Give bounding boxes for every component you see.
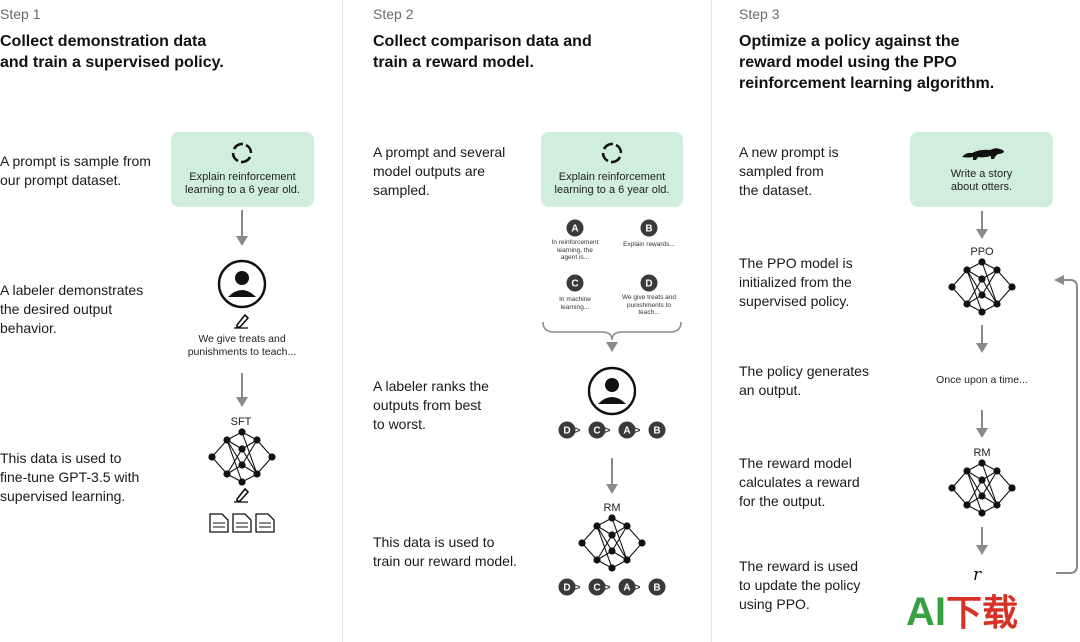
svg-text:>: > <box>575 583 581 594</box>
brace-icon <box>542 321 682 341</box>
svg-text:A: A <box>623 583 630 594</box>
svg-text:B: B <box>653 583 660 594</box>
sft-label: SFT <box>230 416 252 428</box>
otter-icon <box>962 148 1004 160</box>
arrow-down-icon <box>236 373 248 407</box>
svg-text:>: > <box>575 426 581 437</box>
svg-text:D: D <box>645 279 652 290</box>
svg-text:>: > <box>605 583 611 594</box>
arrow-down-icon <box>976 410 988 438</box>
rank-badge-1 <box>558 578 576 596</box>
pencil-icon <box>234 487 250 503</box>
svg-text:>: > <box>635 583 641 594</box>
rm-label: RM <box>603 502 621 514</box>
step3-prompt-box: Write a story about otters. <box>910 132 1053 207</box>
output-c-badge: C <box>566 274 584 292</box>
svg-text:D: D <box>563 426 570 437</box>
svg-text:C: C <box>593 426 600 437</box>
svg-text:C: C <box>571 279 578 290</box>
rm-network-icon <box>578 514 646 572</box>
rm-network-icon <box>948 459 1016 517</box>
policy-output-text: Once upon a time... <box>936 374 1028 386</box>
step1-label: Step 1 <box>0 6 41 22</box>
ranking-row: D > C > A > B <box>558 421 666 439</box>
refresh-icon <box>231 142 253 164</box>
svg-text:>: > <box>605 426 611 437</box>
rank-badge-2 <box>588 421 606 439</box>
svg-text:A: A <box>623 426 630 437</box>
svg-text:B: B <box>653 426 660 437</box>
output-a-badge: A <box>566 219 584 237</box>
rank-badge-4 <box>648 578 666 596</box>
svg-text:B: B <box>645 224 652 235</box>
arrow-down-icon <box>236 210 248 246</box>
rank-badge-2 <box>588 578 606 596</box>
output-b-badge: B <box>640 219 658 237</box>
rm-label: RM <box>973 447 991 459</box>
labeler-person-icon <box>587 366 637 416</box>
watermark-cn: 下载 <box>946 593 1019 634</box>
reward-symbol: r <box>973 565 982 585</box>
rank-badge-3 <box>618 578 636 596</box>
step1-prompt-box: Explain reinforcement learning to a 6 ye… <box>171 132 314 207</box>
arrow-down-icon <box>606 342 618 352</box>
rank-badge-1 <box>558 421 576 439</box>
feedback-loop-arrow <box>1054 275 1078 574</box>
rank-badge-3 <box>618 421 636 439</box>
svg-text:C: C <box>593 583 600 594</box>
svg-text:A: A <box>571 224 578 235</box>
rank-badge-4 <box>648 421 666 439</box>
step2-label: Step 2 <box>373 6 414 22</box>
arrow-down-icon <box>976 325 988 353</box>
svg-text:D: D <box>563 583 570 594</box>
step2-prompt-box: Explain reinforcement learning to a 6 ye… <box>541 132 683 207</box>
svg-text:>: > <box>635 426 641 437</box>
watermark-logo: AI下载 <box>882 583 1078 640</box>
labeler-person-icon <box>217 259 267 309</box>
arrow-down-icon <box>606 458 618 494</box>
step3-prompt-text: Write a story <box>950 168 1013 180</box>
output-d-badge: D <box>640 274 658 292</box>
sft-network-icon <box>208 428 276 486</box>
output-b-text: Explain rewards... <box>623 241 675 248</box>
refresh-icon <box>601 142 623 164</box>
step2-prompt-text: Explain reinforcement <box>558 171 666 183</box>
arrow-down-icon <box>976 211 988 239</box>
ppo-label: PPO <box>970 246 994 258</box>
ranking-row: D > C > A > B <box>558 578 666 596</box>
divider-2 <box>711 0 712 642</box>
arrow-down-icon <box>976 527 988 555</box>
documents-icon <box>209 513 275 533</box>
step3-label: Step 3 <box>739 6 780 22</box>
divider-1 <box>342 0 343 642</box>
watermark-ai: AI <box>906 590 946 634</box>
step1-prompt-text: Explain reinforcement <box>189 171 296 183</box>
ppo-network-icon <box>948 258 1016 316</box>
pencil-icon <box>234 313 250 329</box>
